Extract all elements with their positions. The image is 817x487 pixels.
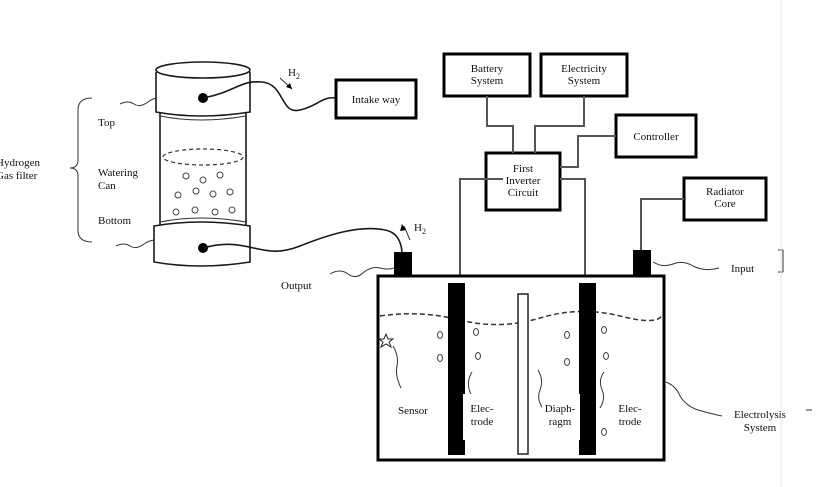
output-label: Output xyxy=(281,280,312,292)
bottom-label: Bottom xyxy=(98,215,131,227)
diaphragm xyxy=(517,293,529,455)
hydrogen-filter-label: Hydrogen Gas filter xyxy=(0,157,43,182)
svg-text:Controller: Controller xyxy=(633,131,679,143)
electrolysis-tank xyxy=(376,250,666,462)
filter-bottom-cap xyxy=(153,217,251,267)
diaphragm-label: Diaph-ragm xyxy=(542,394,580,440)
filter-top-cap xyxy=(155,61,251,121)
bubbles xyxy=(172,171,236,216)
left-electrode-label: Elec-trode xyxy=(463,394,503,440)
water-surface xyxy=(162,148,244,166)
intake-way-box: Intake way xyxy=(334,78,418,120)
tank-water-line xyxy=(379,310,663,326)
svg-text:Diaph-ragm: Diaph-ragm xyxy=(545,403,576,428)
h2-top-label: H2 xyxy=(288,67,300,81)
watering-can-label: Watering Can xyxy=(98,167,141,192)
h2-output-label: H2 xyxy=(414,222,426,236)
bottom-pipe xyxy=(202,227,403,253)
top-pipe xyxy=(202,81,337,112)
filter-brace xyxy=(69,97,93,243)
left-electrode xyxy=(448,283,465,455)
svg-text:Intake way: Intake way xyxy=(352,94,401,106)
sensor-label: Sensor xyxy=(398,405,428,417)
sensor-icon xyxy=(377,332,395,349)
right-electrode xyxy=(579,283,596,455)
input-port xyxy=(633,250,651,277)
top-label: Top xyxy=(98,117,115,129)
right-electrode-label: Elec-trode xyxy=(618,403,642,428)
wiring xyxy=(459,96,684,286)
hydrogen-gas-filter xyxy=(115,61,251,267)
input-label: Input xyxy=(731,263,754,275)
svg-text:Elec-trode: Elec-trode xyxy=(470,403,494,428)
controller-box: Controller xyxy=(614,113,698,159)
output-port xyxy=(394,252,412,277)
